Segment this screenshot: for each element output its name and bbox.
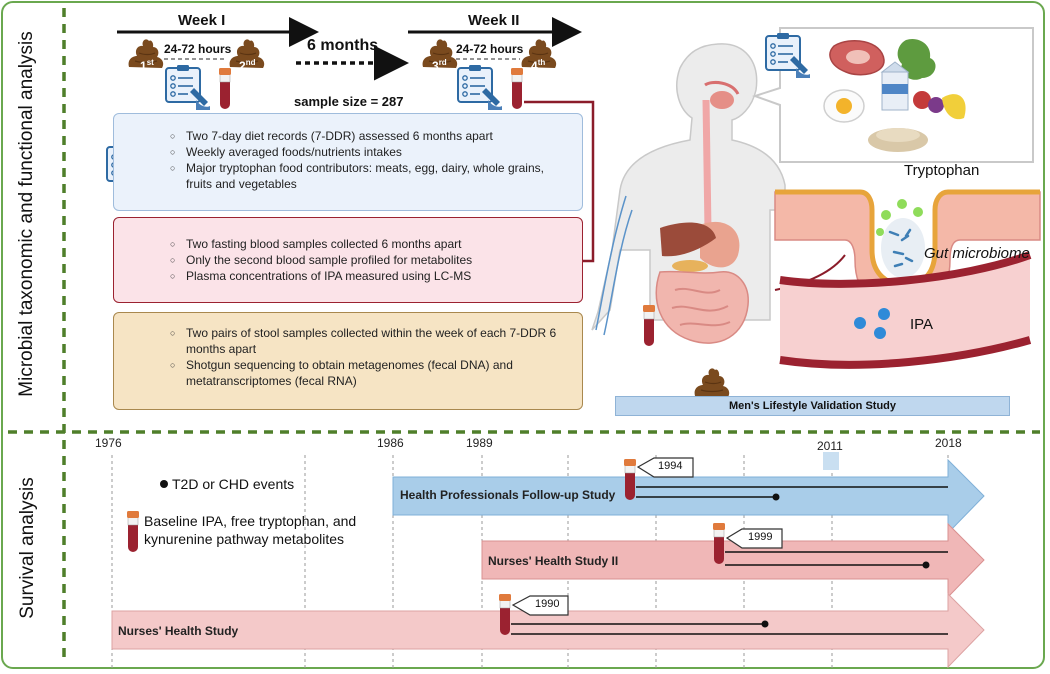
year-label: 2018 — [935, 436, 962, 450]
diet-item: Two 7-day diet records (7-DDR) assessed … — [170, 128, 572, 144]
blood-item: Plasma concentrations of IPA measured us… — [170, 268, 572, 284]
tryptophan-label: Tryptophan — [904, 162, 980, 179]
stool-item: Two pairs of stool samples collected wit… — [170, 325, 568, 357]
year-label: 1989 — [466, 436, 493, 450]
sample-size-label: sample size = 287 — [294, 94, 404, 109]
blood-item: Only the second blood sample profiled fo… — [170, 252, 572, 268]
diet-item: Weekly averaged foods/nutrients intakes — [170, 144, 572, 160]
blood-sample-box: Two fasting blood samples collected 6 mo… — [113, 217, 583, 303]
legend-event: T2D or CHD events — [172, 476, 295, 492]
stool-1-label: 1st — [140, 58, 154, 73]
week2-label: Week II — [468, 12, 520, 29]
baseline-year-hpfs: 1994 — [658, 460, 683, 472]
baseline-year-nhs2: 1999 — [748, 531, 773, 543]
cohort-hpfs-label: Health Professionals Follow-up Study — [400, 488, 616, 502]
baseline-year-nhs: 1990 — [535, 598, 560, 610]
year-label: 1986 — [377, 436, 404, 450]
year-label: 1976 — [95, 436, 122, 450]
diet-record-box: Two 7-day diet records (7-DDR) assessed … — [113, 113, 583, 211]
stool-item: Shotgun sequencing to obtain metagenomes… — [170, 357, 568, 389]
ipa-label: IPA — [910, 316, 934, 333]
interval-label-2: 24-72 hours — [456, 42, 524, 56]
cohort-nhs2-label: Nurses' Health Study II — [488, 554, 619, 568]
week1-label: Week I — [178, 12, 226, 29]
legend-baseline: Baseline IPA, free tryptophan, and kynur… — [144, 513, 357, 547]
year-label: 2011 — [817, 439, 843, 453]
interval-label-1: 24-72 hours — [164, 42, 232, 56]
stool-4-label: 4th — [531, 58, 546, 73]
diet-item: Major tryptophan food contributors: meat… — [170, 160, 572, 192]
gap-label: 6 months — [307, 37, 379, 54]
human-figure — [591, 43, 786, 398]
stool-2-label: 2nd — [239, 58, 256, 73]
stool-sample-box: Two pairs of stool samples collected wit… — [113, 312, 583, 410]
stool-3-label: 3rd — [432, 58, 447, 73]
gut-microbiome-label: Gut microbiome — [924, 245, 1030, 262]
study-banner: Men's Lifestyle Validation Study — [615, 396, 1010, 416]
blood-item: Two fasting blood samples collected 6 mo… — [170, 236, 572, 252]
cohort-nhs-label: Nurses' Health Study — [118, 624, 239, 638]
